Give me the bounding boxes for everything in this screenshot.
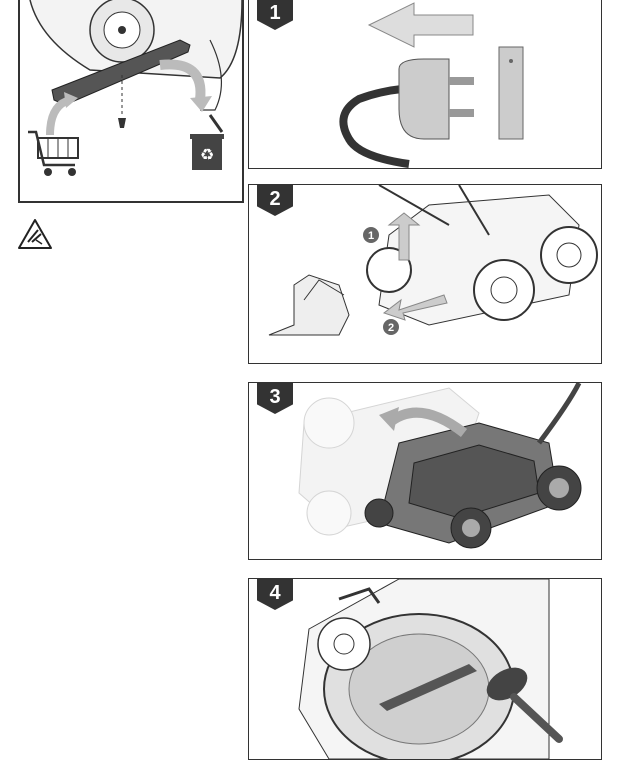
blade-icon [51,39,191,106]
unplug-illustration [339,2,524,168]
svg-text:♻: ♻ [200,145,214,164]
cleaning-brush-icon [486,667,563,743]
callout-2: 2 [388,322,394,334]
mower-underside-icon [298,579,550,759]
callout-1: 1 [368,230,374,242]
blade-hub-icon [89,0,155,63]
step-3-panel: 3 [248,382,602,560]
blade-replacement-illustration: ♻ [28,0,242,176]
arrow-left-icon [367,2,474,48]
sharp-blade-warning-icon [18,219,52,249]
recycle-bin-icon: ♻ [190,114,224,170]
shopping-cart-icon [28,130,79,176]
tilt-mower-illustration [298,383,582,549]
remove-grass-box-illustration: 1 2 [268,185,598,336]
blade-replacement-panel: ♻ [18,0,244,203]
lawnmower-icon [364,383,582,549]
power-plug-icon [398,58,474,140]
clean-underside-illustration [298,579,563,759]
step-4-panel: 4 [248,578,602,760]
grass-box-icon [268,274,350,336]
step-1-panel: 1 [248,0,602,169]
step-2-panel: 2 1 2 [248,184,602,364]
